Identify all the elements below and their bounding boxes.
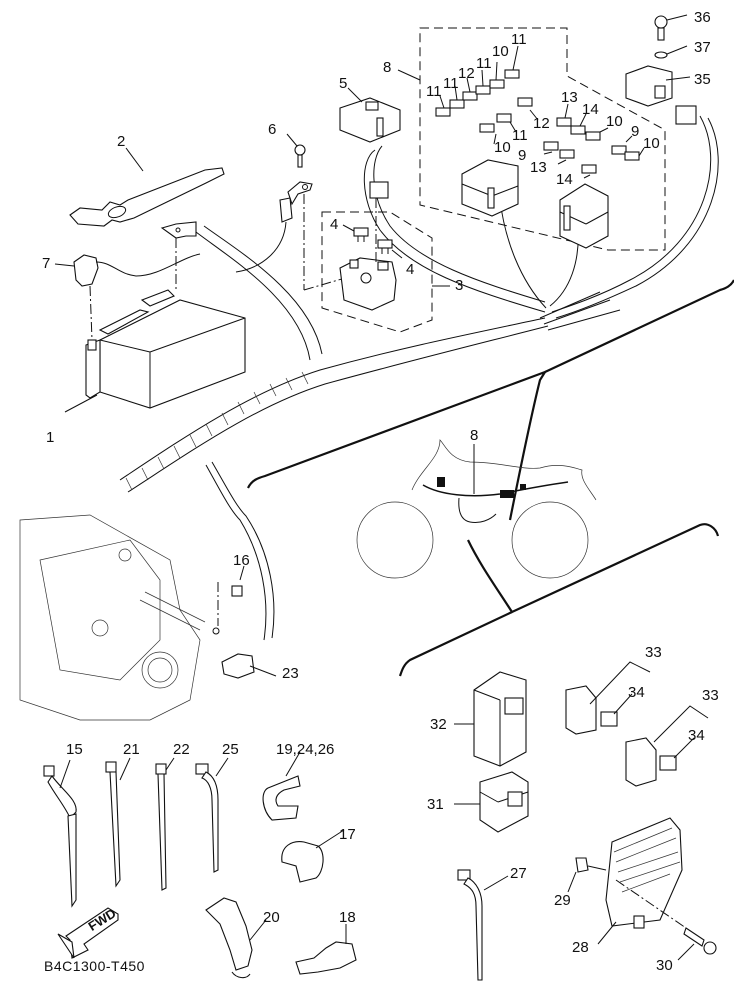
callout-11a: 11: [426, 83, 442, 100]
callout-32: 32: [430, 716, 447, 733]
callout-37: 37: [694, 39, 711, 56]
callout-3: 3: [455, 277, 464, 294]
cable-ties-and-clamps: [43, 751, 357, 979]
callout-13a: 13: [561, 89, 578, 106]
fuses: [435, 69, 640, 174]
drawing-code: B4C1300-T450: [44, 958, 145, 974]
callout-23: 23: [282, 665, 299, 682]
callout-18: 18: [339, 909, 356, 926]
callout-31: 31: [427, 796, 444, 813]
callout-11e: 11: [512, 127, 528, 144]
callout-10b: 10: [494, 139, 511, 156]
callout-36: 36: [694, 9, 711, 26]
callout-10d: 10: [643, 135, 660, 152]
inset-components: [454, 661, 717, 981]
callout-30: 30: [656, 957, 673, 974]
callout-28: 28: [572, 939, 589, 956]
battery-lead-cover: [54, 253, 201, 341]
callout-15: 15: [66, 741, 83, 758]
callout-11d: 11: [511, 31, 527, 48]
callout-34b: 34: [688, 727, 705, 744]
callout-2: 2: [117, 133, 126, 150]
callout-21: 21: [123, 741, 140, 758]
callout-33b: 33: [702, 687, 719, 704]
callout-6: 6: [268, 121, 277, 138]
callout-11b: 11: [443, 75, 459, 92]
callout-20: 20: [263, 909, 280, 926]
callout-14b: 14: [556, 171, 573, 188]
battery: [64, 289, 246, 413]
callout-16: 16: [233, 552, 250, 569]
callout-29: 29: [554, 892, 571, 909]
starter-relay-assembly: [321, 87, 450, 333]
callout-19-24-26: 19,24,26: [276, 741, 335, 758]
terminal-bolt: [160, 133, 353, 291]
fwd-arrow-icon: [57, 907, 119, 959]
callout-9a: 9: [631, 123, 640, 140]
callout-35: 35: [694, 71, 711, 88]
callout-12b: 12: [533, 115, 550, 132]
callout-12a: 12: [458, 65, 475, 82]
callout-22: 22: [173, 741, 190, 758]
callout-9b: 9: [518, 147, 527, 164]
callout-13b: 13: [530, 159, 547, 176]
callout-8-inset: 8: [470, 427, 479, 444]
callout-17: 17: [339, 826, 356, 843]
wire-harness: [119, 115, 719, 641]
callout-11c: 11: [476, 55, 492, 72]
battery-band: [69, 147, 225, 227]
callout-10a: 10: [492, 43, 509, 60]
callout-8-fusebox: 8: [383, 59, 392, 76]
callout-25: 25: [222, 741, 239, 758]
callout-1: 1: [46, 429, 55, 446]
callout-33a: 33: [645, 644, 662, 661]
callout-14a: 14: [582, 101, 599, 118]
callout-34a: 34: [628, 684, 645, 701]
callout-7: 7: [42, 255, 51, 272]
callout-4b: 4: [406, 261, 415, 278]
callout-10c: 10: [606, 113, 623, 130]
callout-27: 27: [510, 865, 527, 882]
inset-outline: [247, 279, 734, 677]
motorcycle-silhouette: [356, 439, 597, 579]
fuse-box-assembly: [397, 14, 697, 251]
callout-4a: 4: [330, 216, 339, 233]
engine-sketch: [19, 514, 277, 721]
callout-5: 5: [339, 75, 348, 92]
